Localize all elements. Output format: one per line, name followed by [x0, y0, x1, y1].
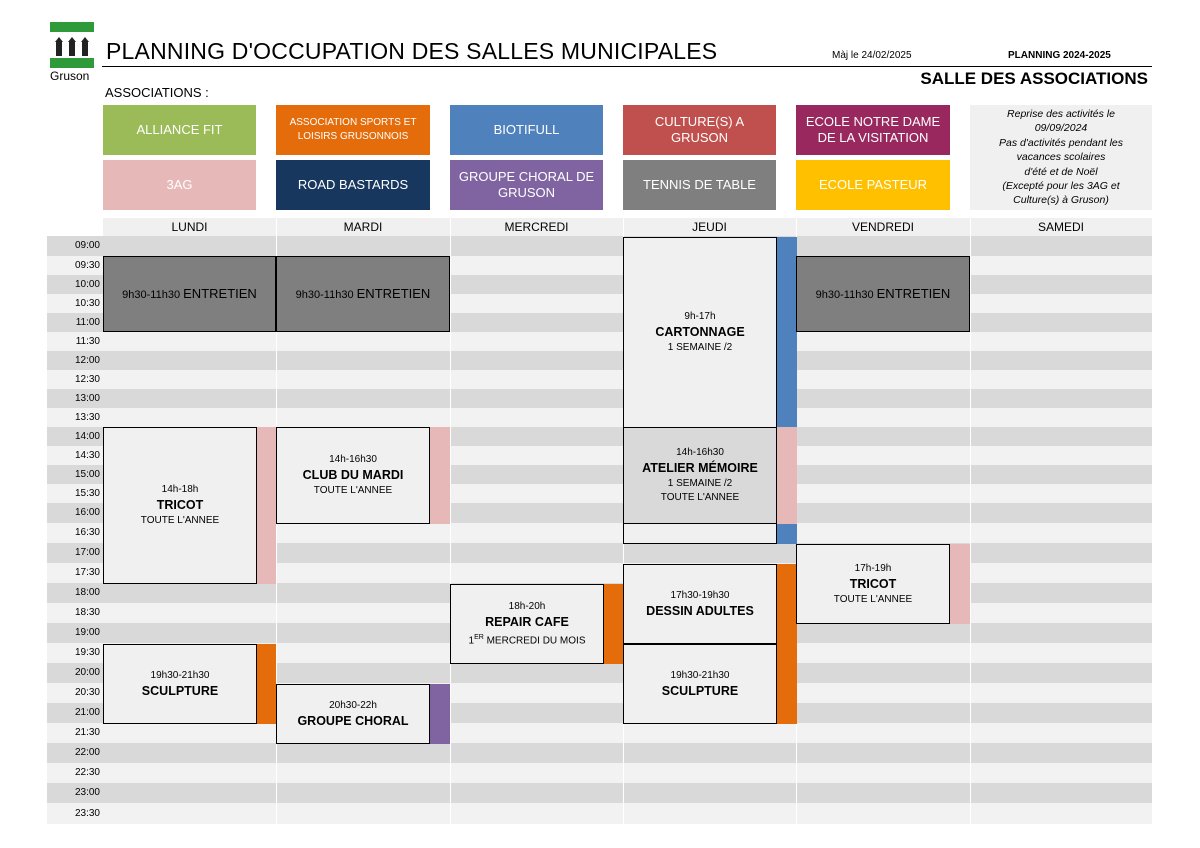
time-label: 12:30 [74, 374, 100, 385]
time-label: 09:00 [74, 240, 100, 251]
associations-label: ASSOCIATIONS : [105, 85, 209, 100]
time-label: 13:00 [74, 393, 100, 404]
legend-culture: CULTURE(S) A GRUSON [623, 105, 776, 155]
legend-3ag: 3AG [103, 160, 256, 210]
time-row: 22:00 [47, 743, 1152, 763]
legend-pasteur: ECOLE PASTEUR [796, 160, 950, 210]
day-header-vendredi: VENDREDI [796, 218, 970, 236]
time-row: 22:30 [47, 763, 1152, 783]
event-jeudi-sculpture: 19h30-21h30 SCULPTURE [623, 644, 777, 724]
time-label: 09:30 [74, 260, 100, 271]
time-label: 15:00 [74, 469, 100, 480]
time-label: 18:30 [74, 607, 100, 618]
legend-groupe-choral: GROUPE CHORAL DE GRUSON [450, 160, 603, 210]
time-label: 10:00 [74, 279, 100, 290]
time-label: 21:00 [74, 707, 100, 718]
event-lundi-entretien: 9h30-11h30 ENTRETIEN [103, 256, 276, 332]
time-label: 17:00 [74, 547, 100, 558]
time-label: 17:30 [74, 567, 100, 578]
time-label: 15:30 [74, 488, 100, 499]
time-label: 18:00 [74, 587, 100, 598]
event-mardi-groupe-choral: 20h30-22h GROUPE CHORAL [276, 684, 430, 744]
time-label: 23:30 [74, 808, 100, 819]
time-label: 16:00 [74, 507, 100, 518]
time-label: 11:30 [75, 336, 100, 347]
event-mardi-club-du-mardi: 14h-16h30 CLUB DU MARDI TOUTE L'ANNEE [276, 427, 430, 524]
time-label: 22:30 [74, 767, 100, 778]
column-divider [970, 218, 971, 824]
time-label: 20:00 [74, 667, 100, 678]
event-mardi-entretien: 9h30-11h30 ENTRETIEN [276, 256, 450, 332]
event-vendredi-entretien: 9h30-11h30 ENTRETIEN [796, 256, 970, 332]
page-title: PLANNING D'OCCUPATION DES SALLES MUNICIP… [106, 38, 718, 64]
event-lundi-tricot: 14h-18h TRICOT TOUTE L'ANNEE [103, 427, 257, 584]
event-vendredi-tricot: 17h-19h TRICOT TOUTE L'ANNEE [796, 544, 950, 624]
event-mercredi-repair-cafe: 18h-20h REPAIR CAFE 1ER MERCREDI DU MOIS [450, 584, 604, 664]
header-divider [102, 66, 1152, 67]
activity-note: Reprise des activités le 09/09/2024 Pas … [970, 105, 1152, 210]
update-date: Màj le 24/02/2025 [832, 50, 912, 61]
gruson-logo [50, 22, 94, 68]
day-header-lundi: LUNDI [103, 218, 276, 236]
day-header-mardi: MARDI [276, 218, 450, 236]
event-jeudi-dessin-adultes: 17h30-19h30 DESSIN ADULTES [623, 564, 777, 644]
legend-sports-loisirs: ASSOCIATION SPORTS ET LOISIRS GRUSONNOIS [276, 105, 430, 155]
time-label: 22:00 [74, 747, 100, 758]
legend-biotifull: BIOTIFULL [450, 105, 603, 155]
time-label: 14:00 [74, 431, 100, 442]
logo-town-name: Gruson [50, 69, 90, 83]
time-row: 12:00 [47, 351, 1152, 370]
legend-tennis: TENNIS DE TABLE [623, 160, 776, 210]
room-name: SALLE DES ASSOCIATIONS [920, 69, 1148, 88]
time-label: 20:30 [74, 687, 100, 698]
legend-road-bastards: ROAD BASTARDS [276, 160, 430, 210]
time-label: 16:30 [74, 527, 100, 538]
day-header-jeudi: JEUDI [623, 218, 796, 236]
strip-sports-lundi [256, 644, 276, 724]
time-label: 14:30 [74, 450, 100, 461]
time-label: 11:00 [75, 317, 100, 328]
event-lundi-sculpture: 19h30-21h30 SCULPTURE [103, 644, 257, 724]
time-row: 09:00 [47, 236, 1152, 256]
day-header-samedi: SAMEDI [970, 218, 1152, 236]
time-label: 19:30 [74, 647, 100, 658]
strip-3ag-lundi [256, 427, 276, 584]
strip-3ag-jeudi [776, 427, 797, 524]
time-row: 23:30 [47, 803, 1152, 824]
planning-year: PLANNING 2024-2025 [1008, 50, 1111, 61]
strip-sports-jeudi [776, 564, 797, 724]
time-label: 10:30 [74, 298, 100, 309]
time-row: 21:30 [47, 723, 1152, 743]
time-row: 13:00 [47, 389, 1152, 408]
time-label: 19:00 [74, 627, 100, 638]
legend-notre-dame: ECOLE NOTRE DAME DE LA VISITATION [796, 105, 950, 155]
time-row: 16:30 [47, 523, 1152, 543]
strip-3ag-vendredi [950, 544, 970, 624]
column-divider [450, 218, 451, 824]
time-label: 13:30 [74, 412, 100, 423]
strip-sports-mercredi [603, 584, 623, 664]
time-row: 20:00 [47, 663, 1152, 683]
time-label: 21:30 [74, 727, 100, 738]
strip-3ag-mardi [430, 427, 450, 524]
time-row: 11:30 [47, 332, 1152, 351]
time-label: 23:00 [74, 787, 100, 798]
legend-alliance-fit: ALLIANCE FIT [103, 105, 256, 155]
day-header-mercredi: MERCREDI [450, 218, 623, 236]
event-jeudi-atelier-memoire: 14h-16h30 ATELIER MÉMOIRE 1 SEMAINE /2 T… [623, 427, 777, 524]
time-label: 12:00 [74, 355, 100, 366]
time-row: 23:00 [47, 783, 1152, 803]
time-row: 12:30 [47, 370, 1152, 389]
time-row: 13:30 [47, 408, 1152, 427]
strip-choral-mardi [430, 684, 450, 744]
